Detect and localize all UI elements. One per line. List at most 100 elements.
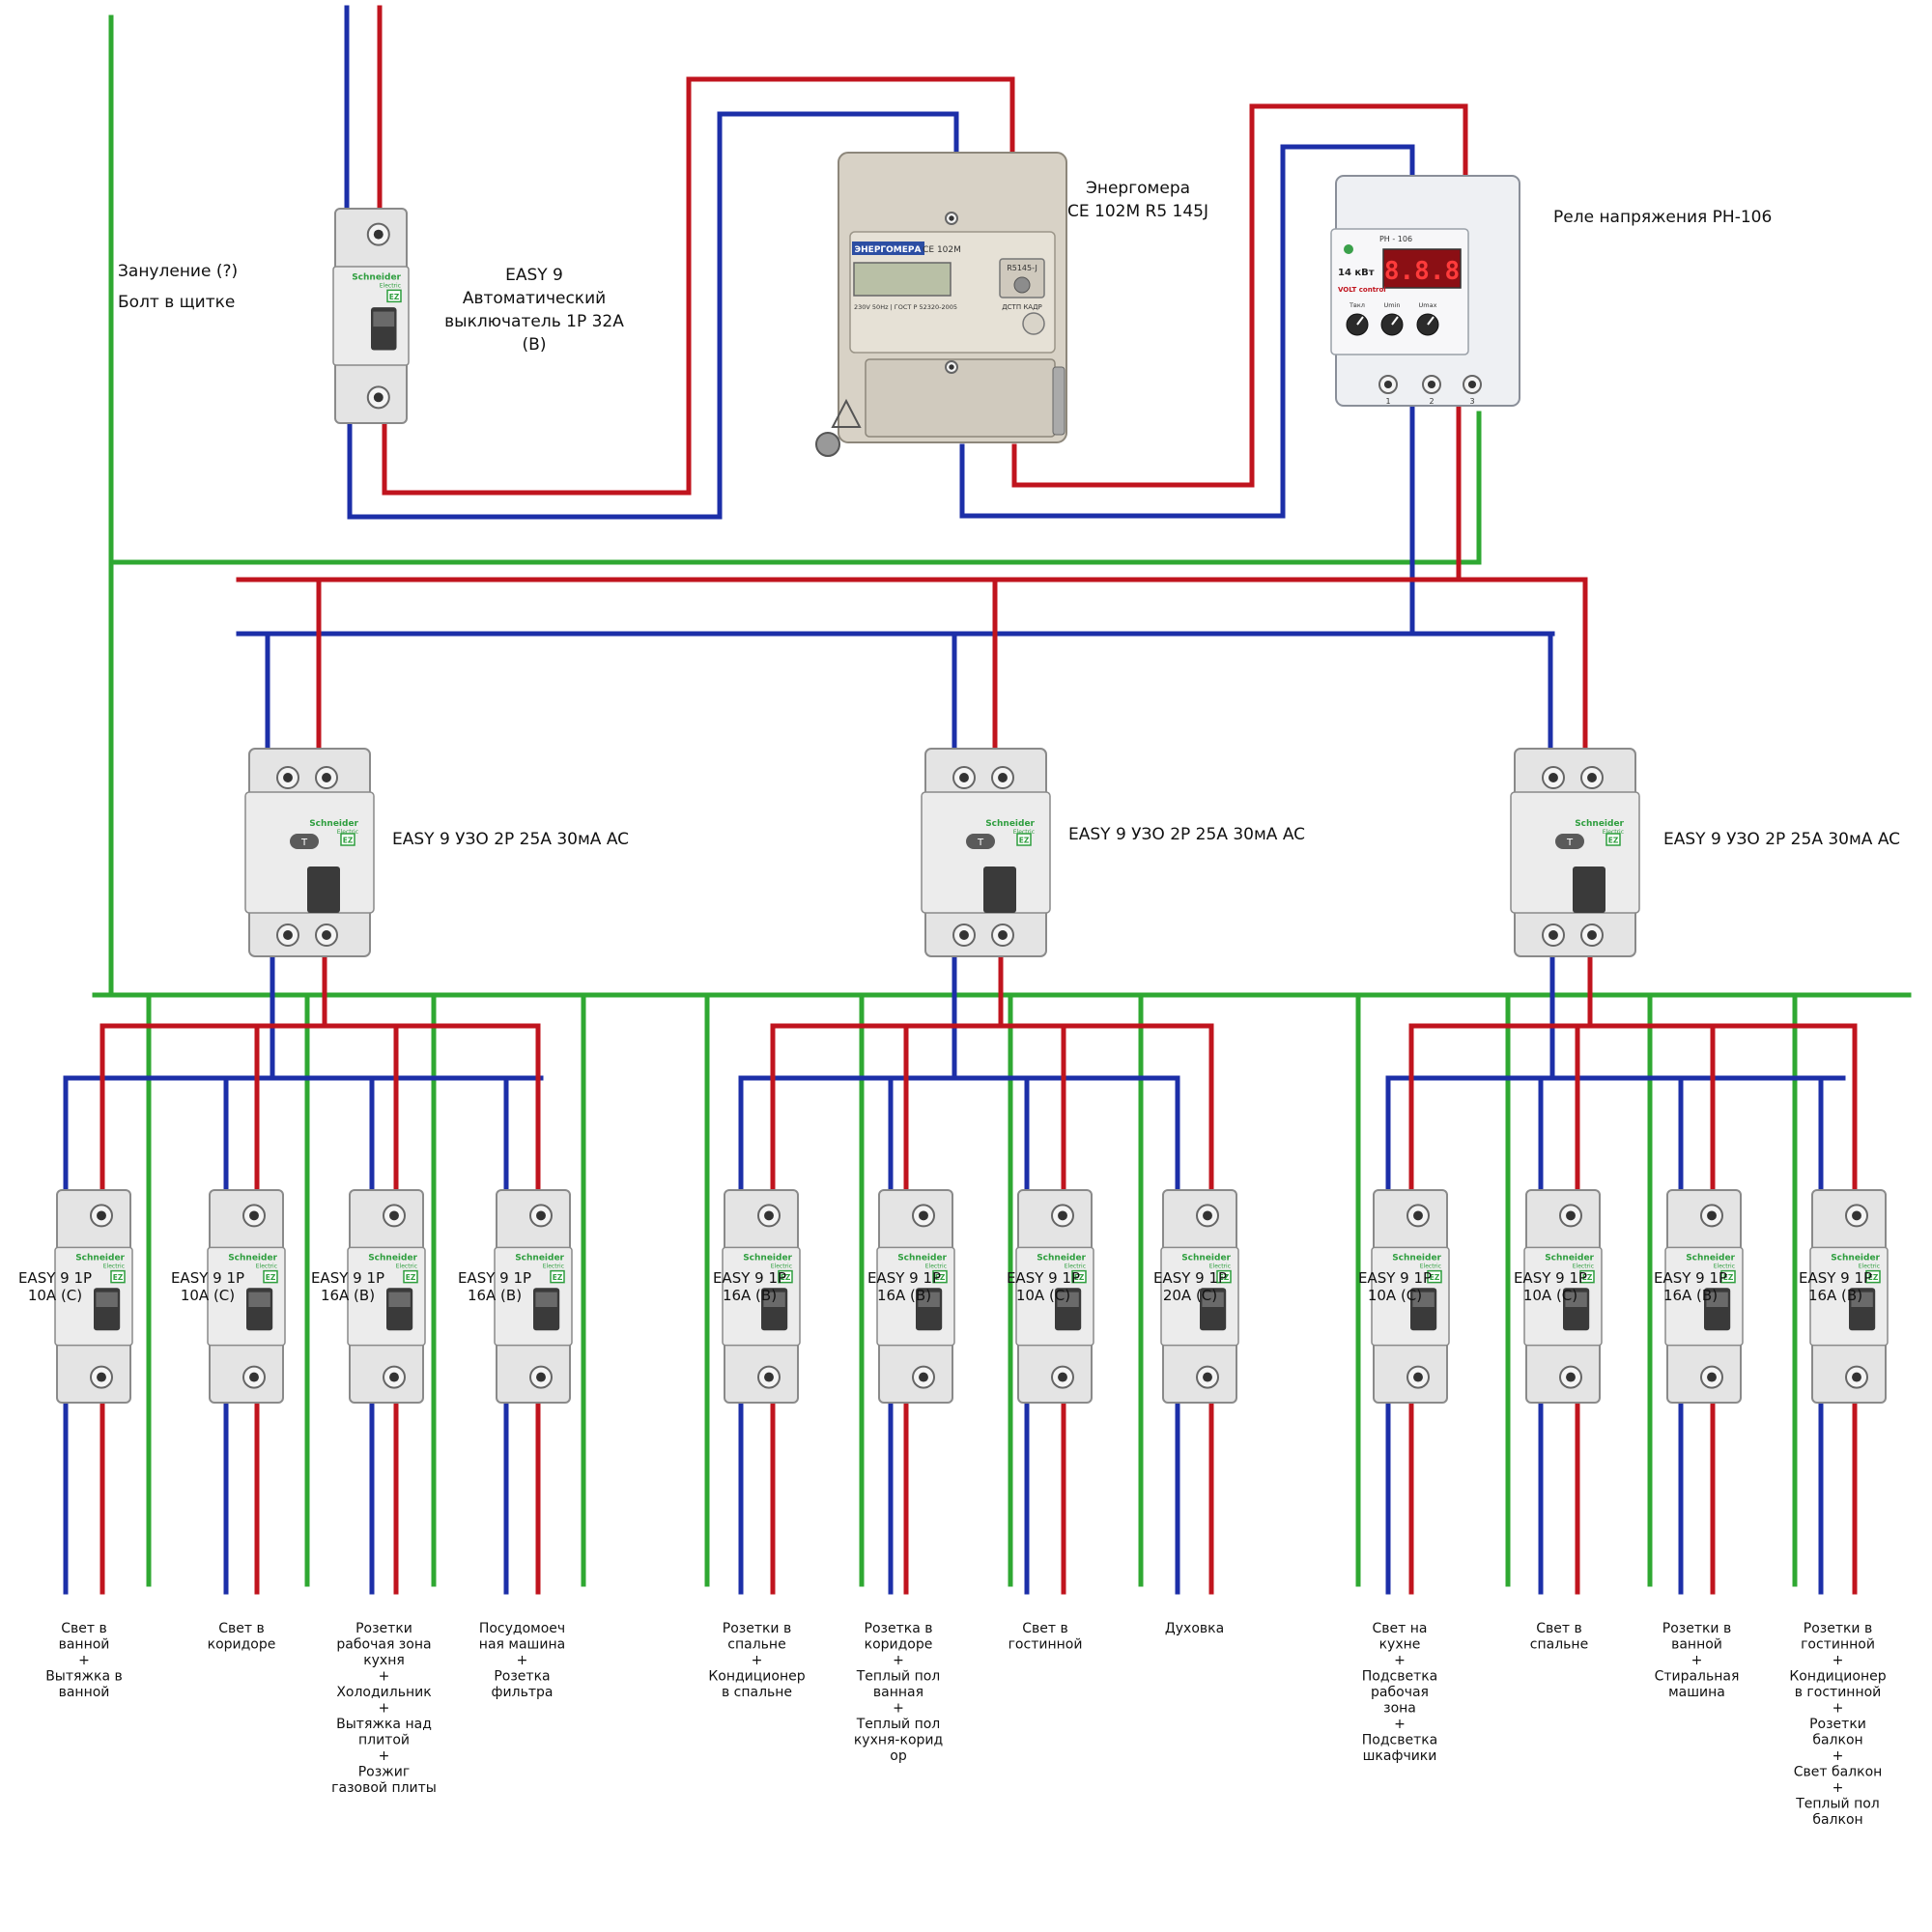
circuit-description-3-line: +	[379, 1748, 390, 1764]
phase-meter-to-relay	[1011, 103, 1468, 488]
relay-knob-pointer	[1356, 316, 1364, 326]
meter-lens	[1013, 276, 1031, 294]
circuit-description-6-line: +	[893, 1653, 904, 1668]
test-button-text: T	[1566, 838, 1574, 848]
schneider-logo-text: Schneider	[985, 819, 1035, 829]
circuit-description-6-line: Теплый пол	[856, 1717, 941, 1732]
toggle-lever-highlight	[96, 1292, 118, 1307]
main-breaker-label-line: выключатель 1P 32A	[444, 312, 624, 331]
ez-badge	[1720, 1269, 1736, 1284]
circuit-description-12-line: балкон	[1812, 1812, 1862, 1828]
ez-badge	[1071, 1269, 1087, 1284]
schneider-logo-text: Schneider	[228, 1254, 277, 1264]
ez-badge	[1016, 833, 1032, 846]
schneider-logo-text: Schneider	[1831, 1254, 1880, 1264]
circuit-description-6-line: ор	[890, 1748, 907, 1764]
circuit-description-6-line: Розетка в	[865, 1621, 933, 1636]
circuit-description-1-line: ванной	[59, 1637, 110, 1653]
meter-knob	[1022, 312, 1045, 335]
circuit-description-11-line: +	[1691, 1653, 1703, 1668]
schneider-sub-text: Electric	[1714, 1264, 1735, 1270]
toggle-lever-highlight	[535, 1292, 557, 1307]
breaker-label-6-line: 16A (B)	[877, 1287, 931, 1304]
ez-badge-text: EZ	[1608, 837, 1619, 845]
circuit-description-3-line: +	[379, 1669, 390, 1685]
circuit-description-6-line: кухня-корид	[854, 1733, 943, 1748]
breaker-label-11-line: 16A (B)	[1663, 1287, 1718, 1304]
circuit-description-12-line: +	[1833, 1780, 1844, 1796]
ez-badge	[932, 1269, 948, 1284]
screw-slot	[1203, 1372, 1212, 1382]
ez-badge	[403, 1269, 418, 1284]
relay-display	[1382, 248, 1462, 289]
toggle-lever-highlight	[248, 1292, 270, 1307]
meter-brand-text: ЭНЕРГОМЕРА	[855, 245, 922, 255]
circuit-description-3-line: +	[379, 1701, 390, 1717]
schneider-logo-text: Schneider	[309, 819, 358, 829]
relay-terminal-label: 3	[1469, 397, 1474, 406]
test-button-text: T	[977, 838, 984, 848]
schneider-logo-text: Schneider	[368, 1254, 417, 1264]
circuit-description-3-line: Вытяжка над	[336, 1717, 432, 1732]
screw-slot	[1587, 773, 1597, 782]
circuit-description-9-line: Свет на	[1373, 1621, 1428, 1636]
ground-label-line: Зануление (?)	[118, 262, 238, 281]
circuit-description-6-line: коридоре	[865, 1637, 933, 1653]
screw-slot	[97, 1210, 106, 1221]
circuit-description-6-line: Теплый пол	[856, 1669, 941, 1685]
relay-knob-pointer	[1391, 316, 1399, 326]
rcd-front-panel	[921, 791, 1051, 914]
schneider-logo-text: Schneider	[897, 1254, 947, 1264]
circuit-description-11-line: Розетки в	[1662, 1621, 1731, 1636]
screw-slot	[1427, 380, 1436, 389]
schneider-logo-text: Schneider	[1037, 1254, 1086, 1264]
ground-label-line: Болт в щитке	[118, 293, 235, 312]
test-button	[290, 834, 319, 849]
circuit-description-3-line: Холодильник	[336, 1685, 431, 1700]
screw-slot	[1548, 930, 1558, 940]
ez-badge-text: EZ	[406, 1273, 416, 1282]
toggle-lever-highlight	[1057, 1292, 1079, 1307]
screw-slot	[249, 1210, 259, 1221]
screw-slot	[1058, 1210, 1067, 1221]
circuit-description-5-line: +	[752, 1653, 763, 1668]
breaker-label-12-line: 16A (B)	[1808, 1287, 1862, 1304]
toggle-lever-highlight	[1412, 1292, 1435, 1307]
circuit-description-10-line: Свет в	[1536, 1621, 1582, 1636]
ez-badge	[386, 289, 402, 303]
circuit-description-9-line: зона	[1383, 1701, 1416, 1717]
screw-slot	[1852, 1210, 1861, 1221]
circuit-description-3-line: рабочая зона	[336, 1637, 431, 1653]
circuit-description-12-line: Розетки	[1809, 1717, 1866, 1732]
breaker-label-5-line: 16A (B)	[723, 1287, 777, 1304]
circuit-description-12-line: Свет балкон	[1794, 1765, 1883, 1780]
ez-badge	[1865, 1269, 1881, 1284]
circuit-description-7-line: Свет в	[1022, 1621, 1068, 1636]
ez-badge	[263, 1269, 278, 1284]
schneider-sub-text: Electric	[1420, 1264, 1441, 1270]
seal-icon	[815, 432, 840, 457]
circuit-description-9-line: +	[1394, 1653, 1406, 1668]
relay-terminal-label: 2	[1429, 397, 1434, 406]
ez-badge-text: EZ	[1723, 1273, 1734, 1282]
breaker-label-9-line: 10A (C)	[1368, 1287, 1422, 1304]
circuit-description-2-line: Свет в	[218, 1621, 265, 1636]
circuit-description-9-line: шкафчики	[1363, 1748, 1437, 1764]
toggle-lever-highlight	[388, 1292, 411, 1307]
circuit-description-9-line: Подсветка	[1362, 1669, 1438, 1685]
screw-slot	[322, 773, 331, 782]
toggle-lever-highlight	[1706, 1292, 1728, 1307]
test-button	[1555, 834, 1584, 849]
